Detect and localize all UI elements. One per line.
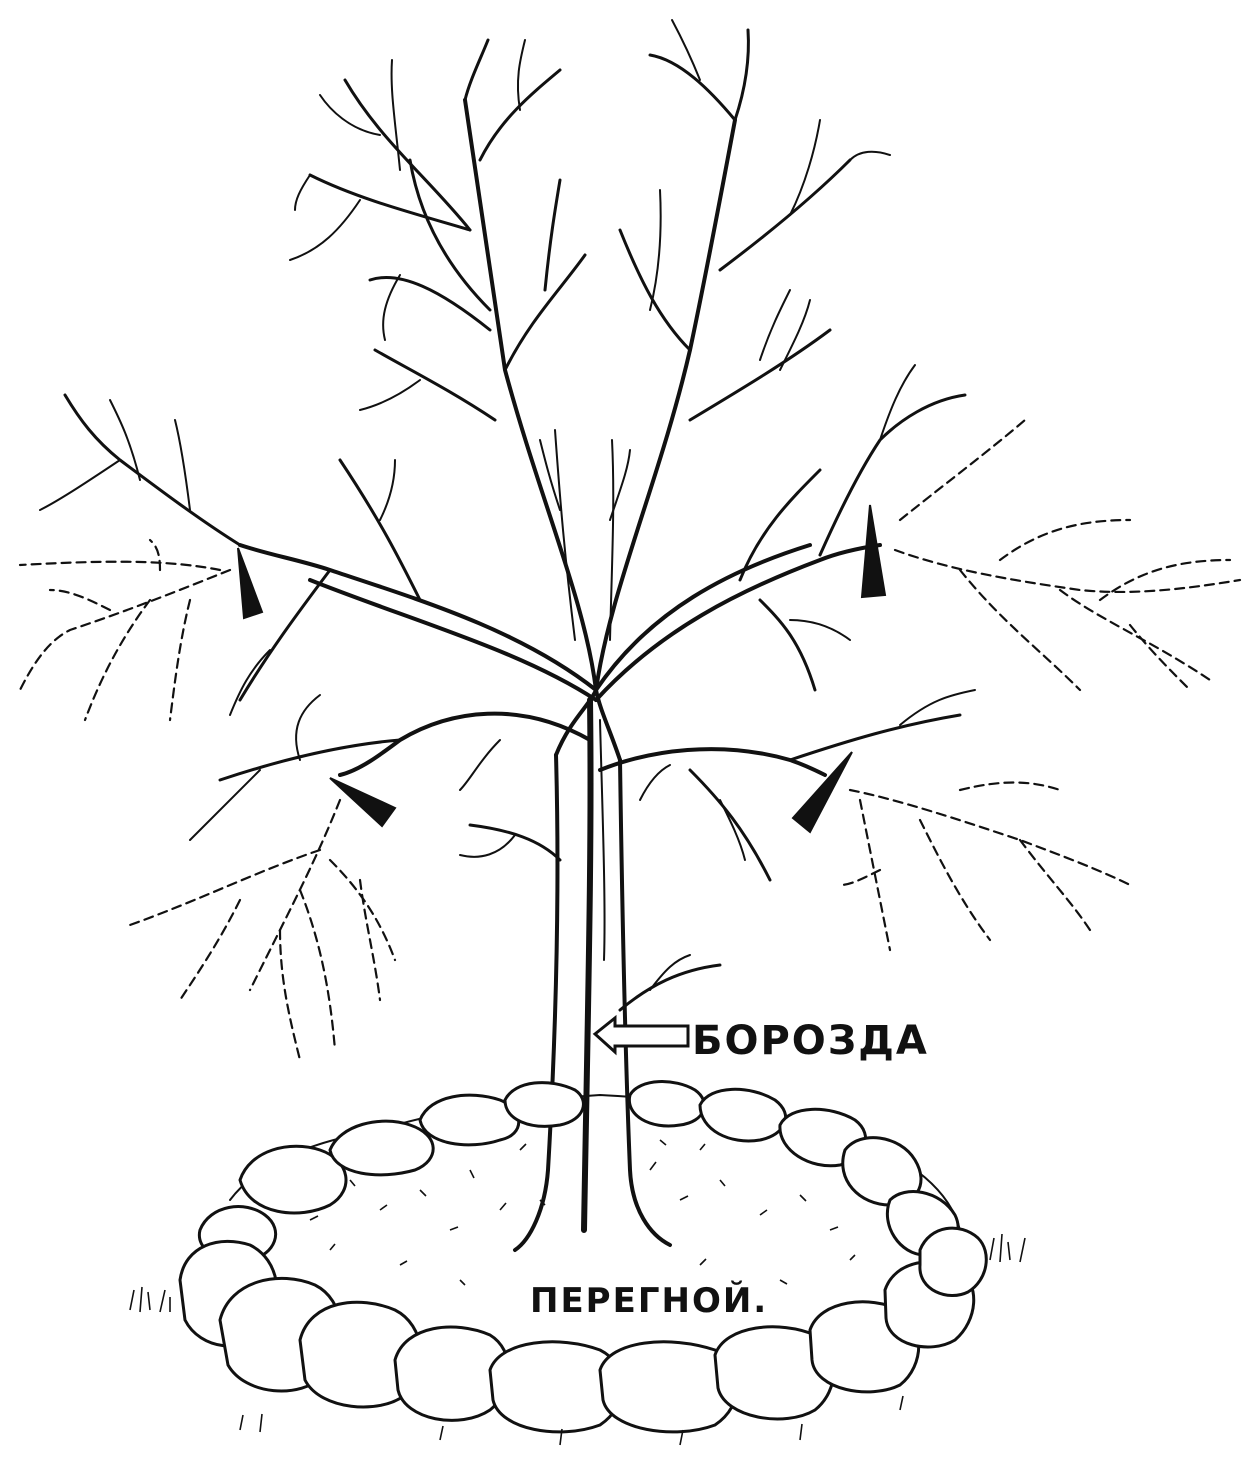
furrow-label: БОРОЗДА — [692, 1018, 929, 1064]
cut-mark-upper-right — [862, 505, 885, 597]
furrow-callout: БОРОЗДА — [595, 1018, 929, 1064]
tree-crown — [290, 20, 890, 690]
tree-trunk — [515, 690, 670, 1250]
cut-mark-upper-left — [238, 548, 262, 618]
humus-label: ПЕРЕГНОЙ. — [530, 1280, 768, 1321]
furrow-arrow — [595, 1018, 688, 1052]
scaffold-branches — [40, 365, 975, 1010]
removed-branches — [20, 420, 1240, 1060]
